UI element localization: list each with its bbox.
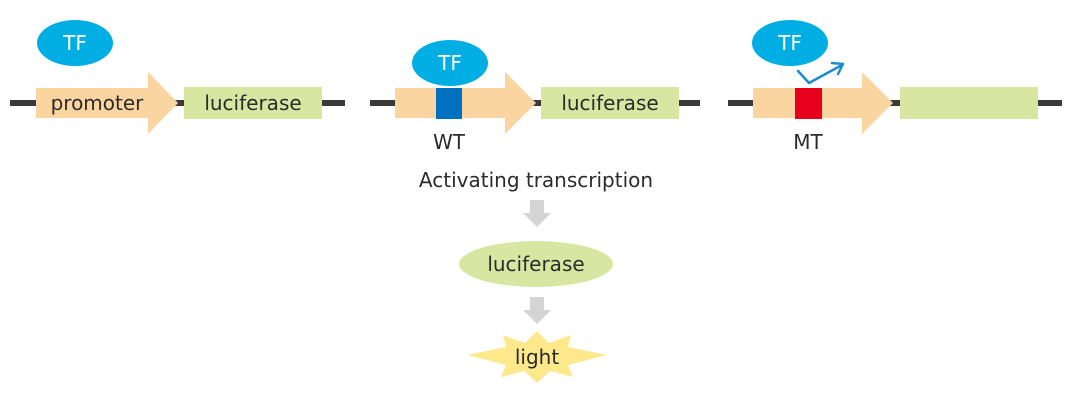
luciferase-label: luciferase (561, 91, 658, 115)
luciferase-product-label: luciferase (487, 252, 584, 276)
tf-ellipse (412, 40, 488, 86)
luciferase-box (541, 87, 679, 119)
panel-mt: TF MT (728, 20, 1062, 154)
wt-label: WT (433, 130, 466, 154)
mt-label: MT (793, 130, 823, 154)
flow: luciferase light (459, 200, 613, 383)
tf-label: TF (777, 31, 802, 55)
luciferase-label: luciferase (204, 91, 301, 115)
panel-wt: luciferase TF WT Activating transcriptio… (370, 40, 700, 192)
promoter-arrow (753, 72, 893, 134)
down-arrow-icon (523, 200, 551, 227)
wt-binding-site (436, 88, 462, 119)
light-label: light (515, 345, 559, 369)
luciferase-product-ellipse (459, 241, 613, 287)
light-burst-icon (467, 331, 607, 383)
activation-arrow-icon (796, 61, 845, 85)
promoter-arrow (36, 72, 178, 134)
promoter-arrow (395, 72, 536, 134)
tf-ellipse (37, 20, 113, 66)
luciferase-box-empty (900, 87, 1038, 119)
promoter-label: promoter (51, 91, 145, 115)
luciferase-box (184, 87, 322, 119)
activating-transcription-label: Activating transcription (419, 168, 653, 192)
mt-binding-site (795, 88, 822, 119)
tf-label: TF (437, 51, 462, 75)
down-arrow-icon (523, 297, 551, 324)
tf-ellipse (752, 20, 828, 66)
panel-baseline: promoter luciferase TF (10, 20, 345, 134)
tf-label: TF (62, 31, 87, 55)
